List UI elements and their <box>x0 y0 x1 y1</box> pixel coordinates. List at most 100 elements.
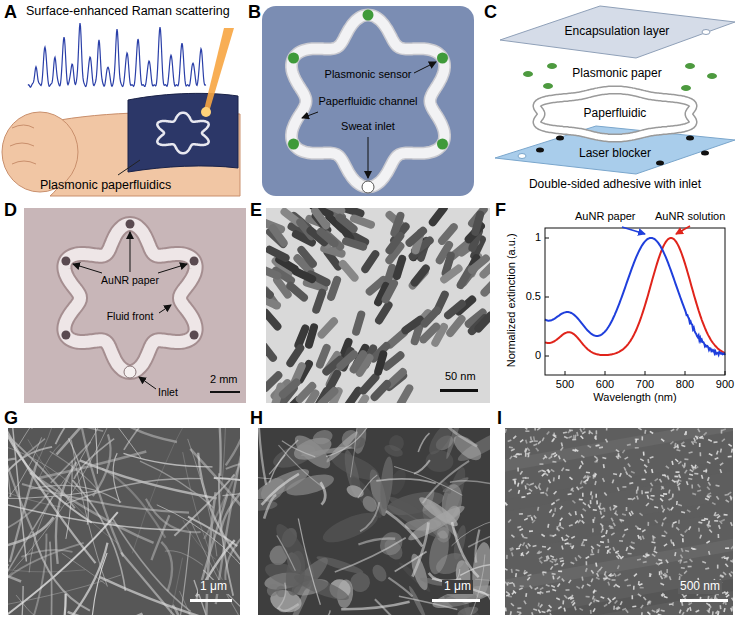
nanorod-speck <box>637 593 641 597</box>
nanorod-speck <box>586 596 590 598</box>
nanorod-speck <box>597 549 599 553</box>
nanorod-speck <box>676 501 678 505</box>
nanorod-speck <box>620 601 623 605</box>
panel-letter: I <box>497 408 502 429</box>
nanorod-speck <box>603 464 605 468</box>
nanorod-speck <box>708 439 712 442</box>
fiber-band <box>505 500 733 550</box>
nanorod-speck <box>580 514 583 518</box>
nanorod-speck <box>713 441 717 443</box>
nanorod-speck <box>546 556 548 560</box>
nanorod-speck <box>576 486 580 490</box>
nanorod-speck <box>594 459 598 463</box>
nanorod-speck <box>613 473 617 475</box>
nanorod-speck <box>716 450 719 454</box>
nanorod-speck <box>538 470 542 473</box>
nanorod-speck <box>719 605 721 609</box>
nanorod-speck <box>614 510 617 514</box>
nanorod-speck <box>593 598 596 602</box>
aunr-paper-dot <box>126 220 135 229</box>
nanorod-speck <box>587 445 591 448</box>
nanorod-speck <box>554 508 556 512</box>
nanorod-speck <box>560 560 564 563</box>
nanorod-speck <box>659 479 662 483</box>
nanorod-speck <box>553 432 555 436</box>
nanorod-speck <box>531 612 534 615</box>
nanorod-speck <box>611 517 614 521</box>
nanorod-speck <box>587 504 591 508</box>
nanorod-speck <box>641 490 643 494</box>
nanorod-speck <box>538 483 541 487</box>
coated-fiber <box>277 535 296 570</box>
y-tick <box>545 238 549 239</box>
y-tick <box>545 297 549 298</box>
nanorod-speck <box>631 471 635 474</box>
nanorod-speck <box>507 439 511 442</box>
panel-h-sem <box>258 428 490 615</box>
nanorod-speck <box>674 481 678 483</box>
panel-letter: H <box>250 408 263 429</box>
nanorod-speck <box>552 461 556 463</box>
nanorod-speck <box>533 515 537 519</box>
nanorod-speck <box>531 517 534 521</box>
panel-letter: B <box>248 2 261 23</box>
nanorod-speck <box>608 573 612 577</box>
nanorod-speck <box>596 500 598 504</box>
nanorod-speck <box>707 477 710 481</box>
nanorod-speck <box>691 464 695 468</box>
wearable-patch <box>128 93 238 172</box>
nanorod-speck <box>565 469 569 471</box>
nanorod-speck <box>646 495 649 499</box>
nanorod-speck <box>612 547 615 551</box>
nanorod-speck <box>602 478 605 482</box>
cellulose-fiber <box>76 428 123 557</box>
panel-b-illustration <box>262 6 474 196</box>
gold-nanorod <box>316 385 340 403</box>
nanorod-speck <box>528 488 532 492</box>
nanorod-speck <box>541 534 545 538</box>
nanorod-speck <box>512 478 516 480</box>
x-tick <box>565 371 566 375</box>
cellulose-fiber <box>8 565 9 615</box>
annotation-label: Paperfluidic channel <box>319 95 418 108</box>
nanorod-speck <box>660 575 663 579</box>
coated-fiber <box>475 579 490 585</box>
nanorod-speck <box>728 573 732 577</box>
leader-arrow <box>302 112 318 118</box>
nanorod-speck <box>639 513 643 517</box>
cellulose-fiber <box>21 550 72 557</box>
nanorod-speck <box>520 585 524 587</box>
nanorod-speck <box>595 444 599 446</box>
nanorod-speck <box>530 483 534 486</box>
nanorod-speck <box>558 606 562 610</box>
nanorod-speck <box>681 612 684 615</box>
scale-label: 1 μm <box>198 580 229 594</box>
scale-label: 2 mm <box>210 373 238 386</box>
gold-nanorod <box>266 307 283 332</box>
coated-fiber <box>313 610 331 615</box>
nanorod-speck <box>595 562 597 566</box>
nanorod-speck <box>568 579 572 583</box>
gold-nanorod <box>473 310 490 334</box>
aunr-solution-curve <box>545 238 725 355</box>
nanorod-speck <box>558 523 561 527</box>
nanorod-speck <box>554 454 558 458</box>
nanorod-speck <box>607 597 611 601</box>
nanorod-speck <box>572 602 576 606</box>
leader-arrow <box>130 232 131 272</box>
nanorod-speck <box>661 438 665 442</box>
nanorod-speck <box>506 555 508 559</box>
gold-nanorod <box>395 383 415 403</box>
nanorod-speck <box>558 475 560 479</box>
plasmonic-paper-dot <box>543 83 553 89</box>
gold-nanorod <box>360 249 381 275</box>
layer-label: Encapsulation layer <box>565 25 670 39</box>
nanorod-speck <box>720 574 724 577</box>
nanorod-speck <box>513 590 517 594</box>
gold-nanorod <box>296 244 319 269</box>
coated-fiber <box>450 481 490 489</box>
nanorod-speck <box>527 543 531 547</box>
gold-nanorod <box>277 377 302 400</box>
nanorod-speck <box>546 487 549 491</box>
nanorod-speck <box>590 491 592 495</box>
